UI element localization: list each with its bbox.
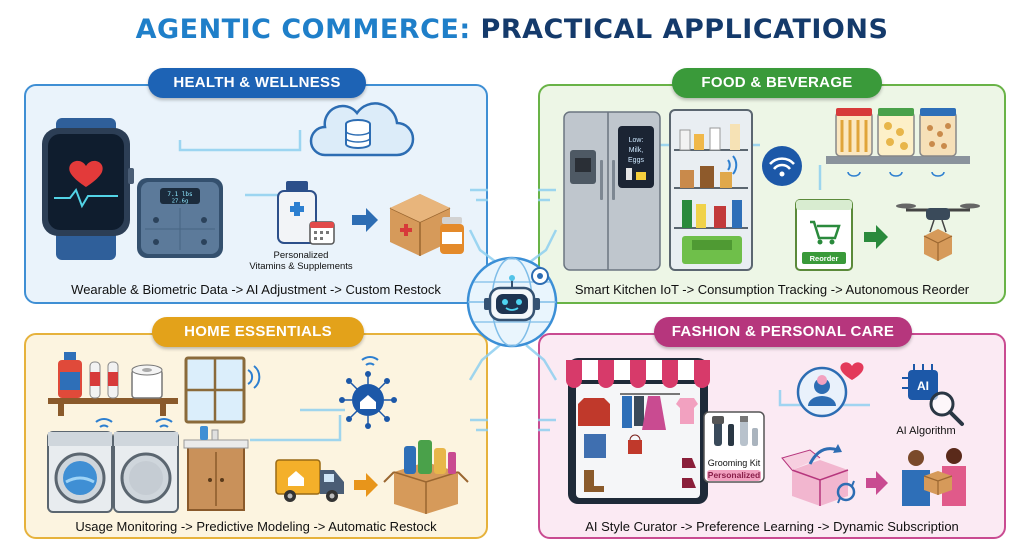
food-beverage-title: FOOD & BEVERAGE: [672, 68, 882, 98]
vitamins-label-line-1: Personalized: [273, 250, 329, 261]
health-wellness-caption: Wearable & Biometric Data -> AI Adjustme…: [71, 282, 441, 297]
home-essentials-caption: Usage Monitoring -> Predictive Modeling …: [75, 519, 437, 534]
page-title: AGENTIC COMMERCE: PRACTICAL APPLICATIONS: [0, 14, 1024, 45]
grooming-kit-label: Grooming Kit: [707, 458, 761, 468]
ai-algorithm-label: AI Algorithm: [896, 425, 956, 437]
pill-bottle-icon: [440, 217, 464, 254]
wifi-signal-icon: [727, 155, 738, 175]
pantry-jars-icon: [826, 108, 970, 177]
wifi-signal-icon: [95, 356, 379, 428]
subscription-box-icon: [781, 444, 856, 506]
svg-text:AI: AI: [917, 379, 929, 393]
arrow-right-icon: [352, 208, 378, 232]
window-icon: [184, 356, 246, 424]
cloud-database-icon: [309, 102, 415, 157]
smart-home-hub-icon: [339, 371, 397, 429]
smart-fridge-icon: Low: Milk, Eggs: [563, 111, 661, 271]
bathroom-cabinet-icon: [183, 426, 249, 511]
ai-robot-globe-icon: [466, 256, 558, 348]
fashion-personal-care-caption: AI Style Curator -> Preference Learning …: [585, 519, 959, 534]
calendar-icon: [309, 221, 335, 245]
laundry-shelf-icon: [48, 352, 178, 416]
svg-text:Eggs: Eggs: [628, 157, 644, 164]
delivery-truck-icon: [275, 459, 344, 502]
wifi-hub-icon: [762, 146, 802, 186]
smartwatch-icon: [42, 118, 134, 260]
health-wellness-title: HEALTH & WELLNESS: [148, 68, 366, 98]
customer-preference-icon: [796, 362, 864, 418]
title-part-2: PRACTICAL APPLICATIONS: [480, 14, 889, 45]
ai-chip-magnifier-icon: AI: [902, 364, 964, 426]
title-part-1: AGENTIC COMMERCE:: [135, 14, 471, 45]
grooming-kit-icon: [703, 411, 765, 483]
svg-text:Low:: Low:: [629, 137, 644, 144]
vitamins-label-line-2: Vitamins & Supplements: [249, 261, 353, 272]
store-awning: [566, 360, 710, 388]
reorder-screen-icon: Reorder: [795, 199, 853, 271]
delivery-drone-icon: [896, 203, 980, 261]
delivery-people-icon: [902, 448, 966, 506]
online-store-tablet-icon: [566, 358, 710, 504]
fashion-personal-care-title: FASHION & PERSONAL CARE: [654, 317, 912, 347]
supplies-box-icon: [383, 440, 469, 514]
green-arrow-icon: [864, 225, 888, 249]
smart-scale-icon: 7.1 lbs 27.6g: [137, 178, 223, 258]
svg-text:Reorder: Reorder: [810, 254, 839, 263]
open-fridge-shelves-icon: [669, 109, 753, 271]
personalized-tag: Personalized: [707, 470, 761, 481]
washing-machines-icon: [47, 431, 179, 513]
home-essentials-title: HOME ESSENTIALS: [152, 317, 364, 347]
orange-arrow-icon: [354, 473, 378, 497]
svg-text:27.6g: 27.6g: [172, 199, 189, 205]
medical-box-icon: [389, 194, 451, 256]
magenta-arrow-icon: [866, 471, 888, 495]
svg-text:7.1 lbs: 7.1 lbs: [167, 191, 193, 198]
food-beverage-caption: Smart Kitchen IoT -> Consumption Trackin…: [574, 282, 970, 297]
svg-text:Milk,: Milk,: [629, 147, 643, 154]
vitamin-bottle-icon: [277, 181, 317, 244]
vitamins-label: Personalized Vitamins & Supplements: [246, 250, 356, 272]
